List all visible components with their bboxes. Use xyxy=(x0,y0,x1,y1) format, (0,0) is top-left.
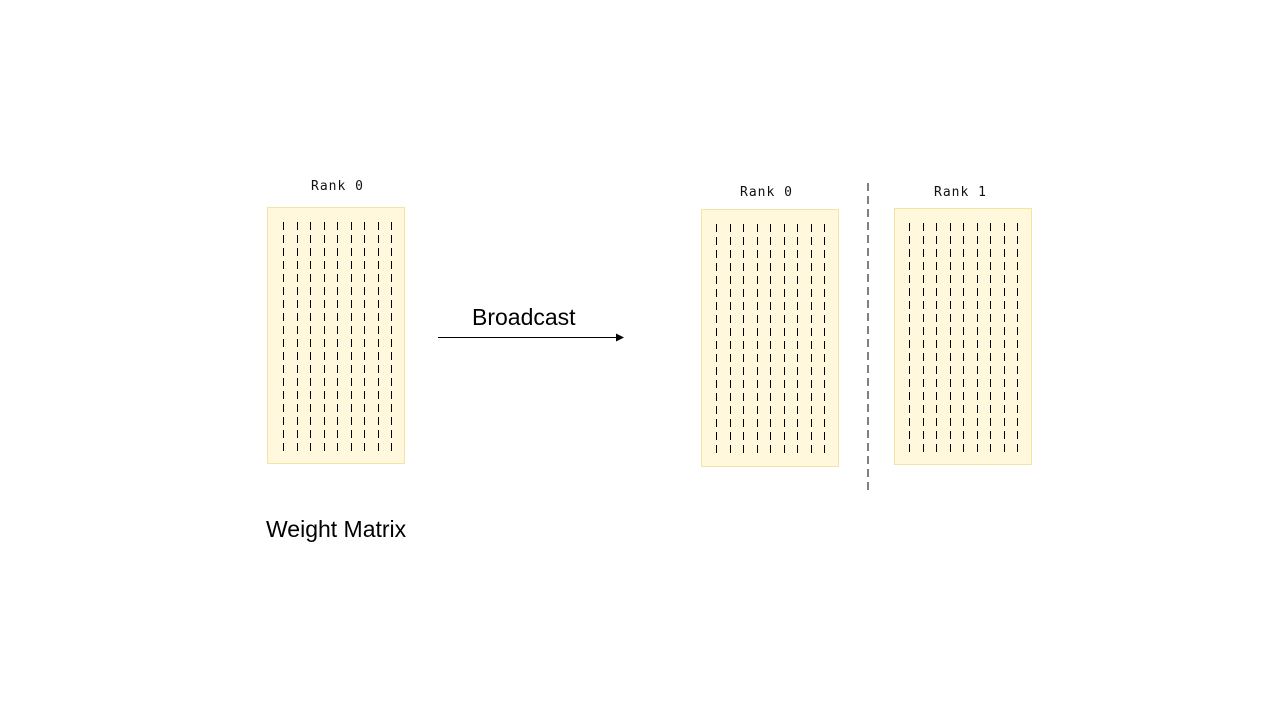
target-rank-1-matrix xyxy=(894,208,1032,465)
source-rank-label: Rank 0 xyxy=(311,179,364,194)
source-matrix-columns xyxy=(283,222,392,452)
broadcast-label: Broadcast xyxy=(472,304,576,330)
weight-matrix-caption: Weight Matrix xyxy=(266,516,407,542)
target-rank-0-matrix xyxy=(701,209,839,467)
broadcast-arrow xyxy=(438,333,624,342)
target-rank-1-label: Rank 1 xyxy=(934,185,987,200)
target-rank-0-columns xyxy=(716,224,825,454)
rank-divider xyxy=(867,183,869,491)
target-rank-1-columns xyxy=(909,223,1018,453)
source-weight-matrix xyxy=(267,207,405,464)
target-rank-0-label: Rank 0 xyxy=(740,185,793,200)
